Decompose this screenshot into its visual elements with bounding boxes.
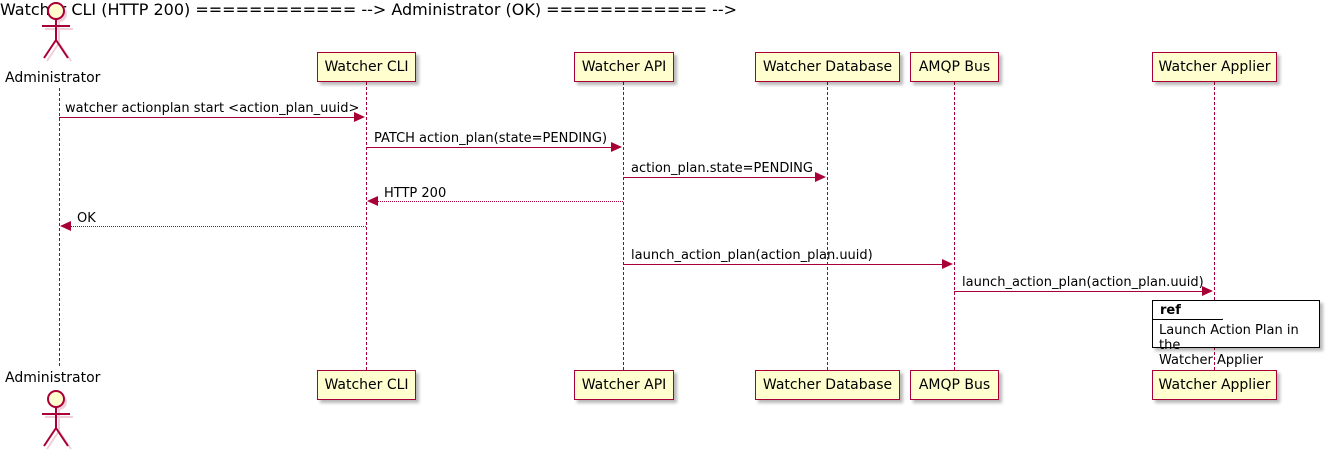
message-line-m6 (623, 264, 943, 265)
arrow-head-m2 (611, 142, 622, 152)
message-line-m4 (378, 201, 623, 202)
arrow-head-m4 (367, 196, 378, 206)
participant-label-amqp-bus-bottom: AMQP Bus (918, 377, 991, 393)
participant-box-watcher-api-bottom[interactable]: Watcher API (574, 370, 674, 400)
message-line-m3 (623, 177, 816, 178)
ref-fragment-line-2: Watcher Applier (1159, 353, 1263, 368)
message-label-m1: watcher actionplan start <action_plan_uu… (65, 101, 360, 116)
message-line-m2 (366, 147, 612, 148)
actor-icon-administrator-bottom (36, 390, 82, 456)
arrow-head-m3 (815, 172, 826, 182)
participant-box-watcher-applier-bottom[interactable]: Watcher Applier (1152, 370, 1277, 400)
message-label-m3: action_plan.state=PENDING (631, 161, 813, 176)
participant-label-watcher-applier-top: Watcher Applier (1158, 59, 1271, 75)
lifeline-watcher-cli (366, 82, 367, 370)
message-label-m5: OK (77, 211, 96, 226)
participant-label-watcher-applier-bottom: Watcher Applier (1158, 377, 1271, 393)
ref-fragment-header: ref (1153, 301, 1223, 320)
arrow-head-m1 (354, 112, 365, 122)
arrow-head-m6 (942, 259, 953, 269)
message-label-m2: PATCH action_plan(state=PENDING) (374, 131, 608, 146)
participant-label-amqp-bus-top: AMQP Bus (918, 59, 991, 75)
message-line-m1 (59, 117, 355, 118)
arrow-head-m7 (1202, 286, 1213, 296)
ref-fragment-keyword: ref (1160, 302, 1181, 318)
actor-label-administrator-bottom: Administrator (5, 370, 101, 386)
ref-fragment-line-1: Launch Action Plan in the (1159, 323, 1299, 353)
ref-fragment-body: Launch Action Plan in the Watcher Applie… (1159, 323, 1319, 368)
participant-label-watcher-api-top: Watcher API (581, 59, 667, 75)
message-line-m5 (71, 226, 366, 227)
participant-label-watcher-cli-top: Watcher CLI (324, 59, 409, 75)
participant-box-watcher-api-top[interactable]: Watcher API (574, 52, 674, 82)
participant-box-amqp-bus-bottom[interactable]: AMQP Bus (910, 370, 999, 400)
message-label-m4: HTTP 200 (384, 186, 447, 201)
participant-label-watcher-cli-bottom: Watcher CLI (324, 377, 409, 393)
arrow-head-m5 (60, 221, 71, 231)
participant-label-watcher-api-bottom: Watcher API (581, 377, 667, 393)
lifeline-amqp-bus (954, 82, 955, 370)
message-line-m7 (954, 291, 1203, 292)
participant-box-watcher-applier-top[interactable]: Watcher Applier (1152, 52, 1277, 82)
lifeline-watcher-database (827, 82, 828, 370)
actor-label-administrator-top: Administrator (5, 70, 101, 86)
ref-fragment-box: ref Launch Action Plan in the Watcher Ap… (1152, 300, 1320, 368)
participant-label-watcher-database-bottom: Watcher Database (762, 377, 893, 393)
message-label-m6: launch_action_plan(action_plan.uuid) (631, 248, 873, 263)
participant-box-watcher-database-bottom[interactable]: Watcher Database (755, 370, 900, 400)
message-label-m7: launch_action_plan(action_plan.uuid) (962, 275, 1204, 290)
actor-icon-administrator-top (36, 2, 82, 68)
lifeline-watcher-api (623, 82, 624, 370)
participant-box-watcher-database-top[interactable]: Watcher Database (755, 52, 900, 82)
lifeline-watcher-applier (1214, 82, 1215, 370)
lifeline-administrator (59, 88, 60, 366)
participant-label-watcher-database-top: Watcher Database (762, 59, 893, 75)
participant-box-watcher-cli-top[interactable]: Watcher CLI (317, 52, 416, 82)
participant-box-amqp-bus-top[interactable]: AMQP Bus (910, 52, 999, 82)
participant-box-watcher-cli-bottom[interactable]: Watcher CLI (317, 370, 416, 400)
